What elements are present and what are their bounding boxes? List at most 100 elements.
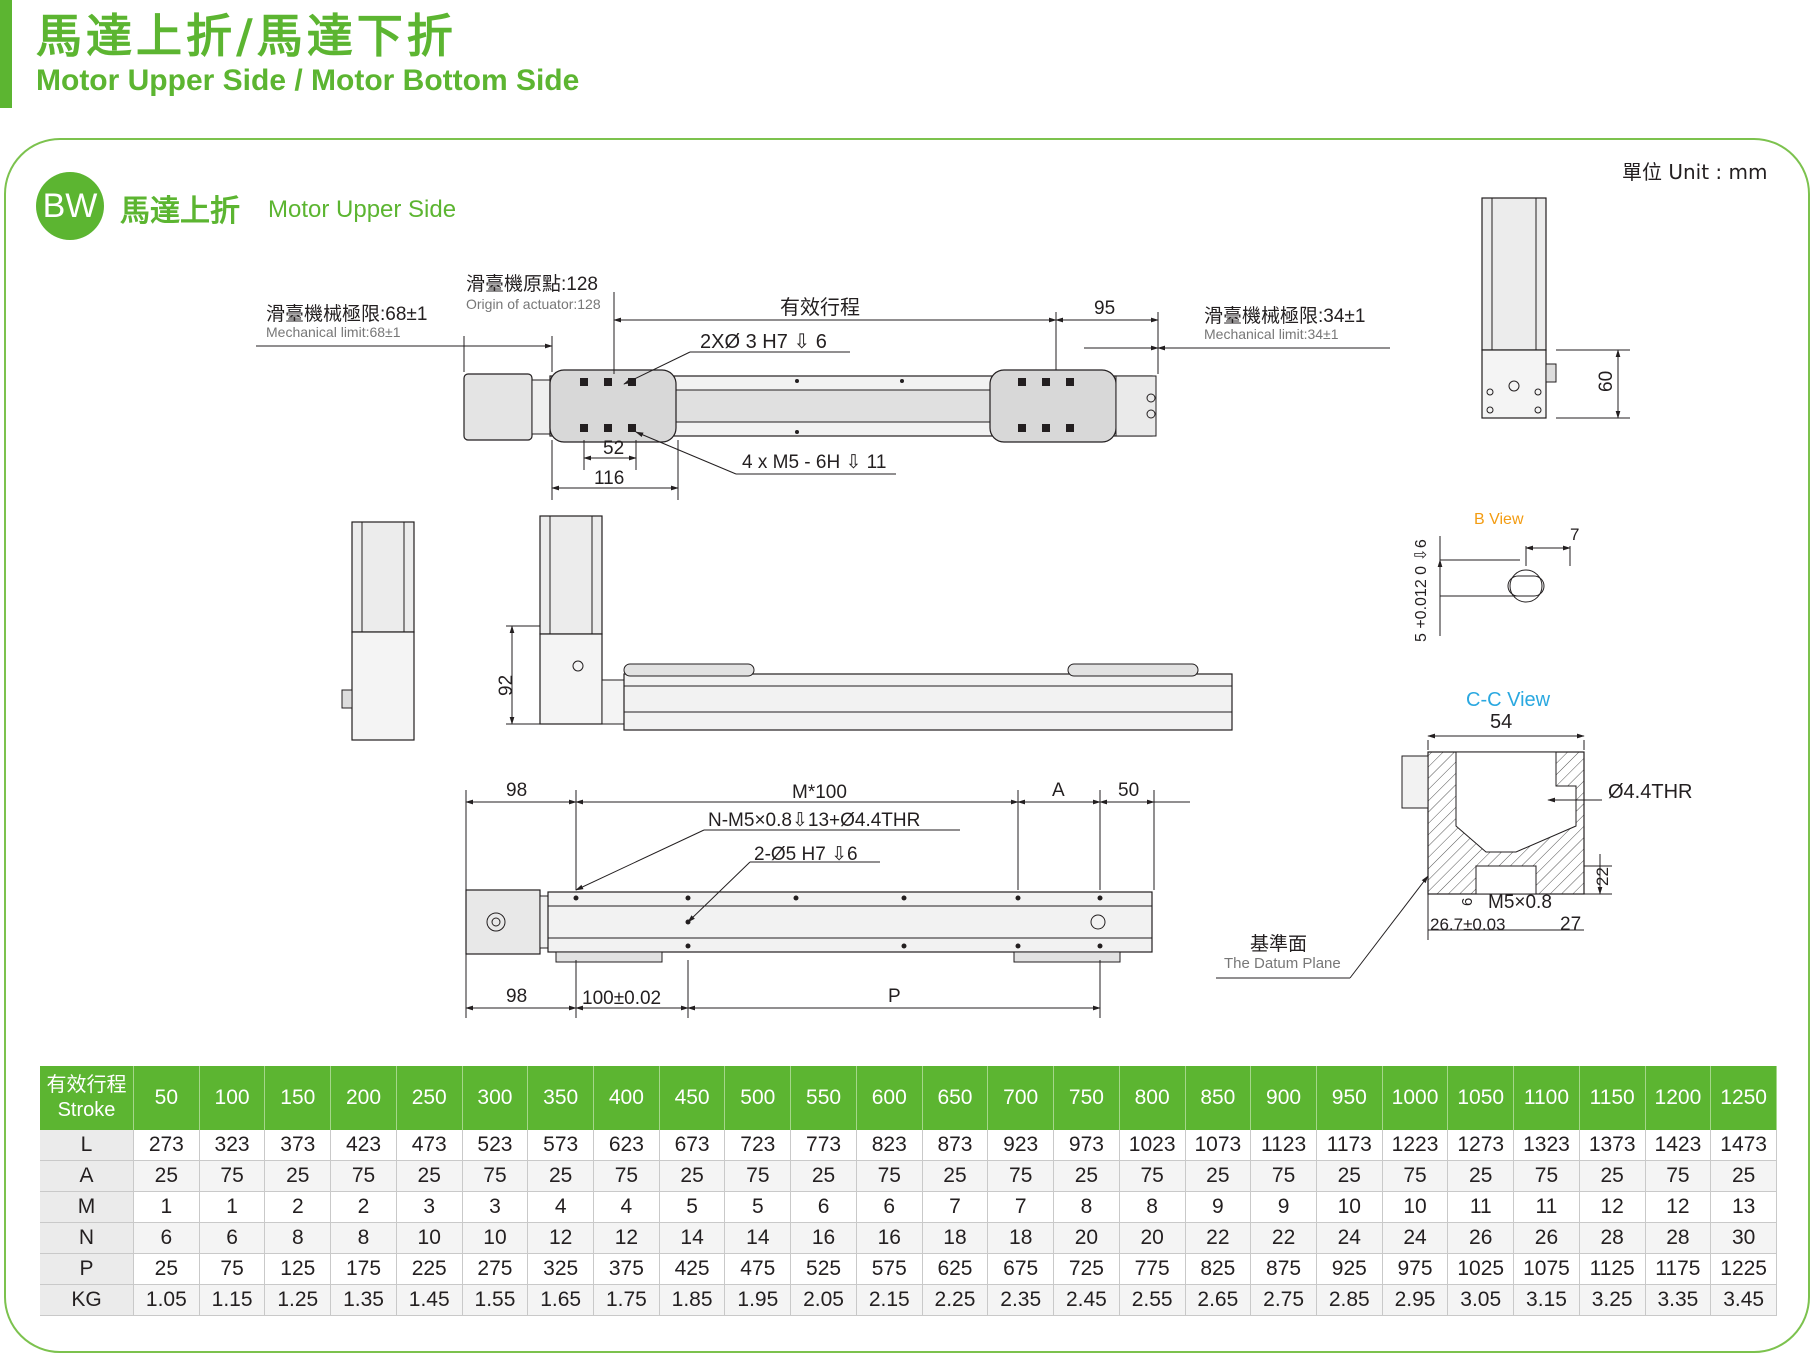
table-cell: 323 — [199, 1130, 266, 1161]
table-cell: 2 — [330, 1191, 397, 1223]
table-cell: 25 — [1579, 1160, 1646, 1192]
end-view — [1481, 197, 1630, 419]
shaft-tolerance: 5 +0.012 0 ⇩6 — [1413, 539, 1430, 642]
stroke-header-zh: 有效行程 — [46, 1074, 127, 1096]
content-panel — [4, 138, 1810, 1353]
table-cell: 1125 — [1579, 1253, 1646, 1285]
table-cell: 10 — [1382, 1191, 1449, 1223]
table-cell: 25 — [264, 1160, 332, 1192]
stroke-column-header: 700 — [987, 1066, 1055, 1130]
table-cell: 13 — [1710, 1191, 1777, 1223]
table-cell: 8 — [264, 1222, 332, 1254]
table-cell: 6 — [133, 1222, 200, 1254]
table-cell: 12 — [1645, 1191, 1712, 1223]
table-cell: 1.45 — [396, 1284, 463, 1316]
table-cell: 1.75 — [593, 1284, 660, 1316]
dim-27: 27 — [1560, 914, 1581, 935]
left-side-view — [341, 521, 415, 741]
table-cell: 25 — [1710, 1160, 1777, 1192]
table-cell: 25 — [133, 1253, 200, 1285]
mech-limit-right-zh: 滑臺機械極限:34±1 — [1204, 305, 1365, 327]
table-cell: 22 — [1250, 1222, 1317, 1254]
table-cell: 1323 — [1513, 1130, 1580, 1161]
n-holes-label: N-M5×0.8⇩13+Ø4.4THR — [708, 810, 920, 831]
table-cell: 725 — [1053, 1253, 1120, 1285]
dim-92: 92 — [496, 675, 517, 696]
table-cell: 25 — [1447, 1160, 1515, 1192]
stroke-column-header: 900 — [1250, 1066, 1317, 1130]
table-cell: 823 — [856, 1130, 923, 1161]
table-cell: 273 — [133, 1130, 200, 1161]
dim-52: 52 — [603, 438, 624, 459]
table-cell: 25 — [1053, 1160, 1120, 1192]
table-cell: 375 — [593, 1253, 660, 1285]
table-cell: 9 — [1185, 1191, 1252, 1223]
table-cell: 625 — [922, 1253, 989, 1285]
table-cell: 10 — [462, 1222, 529, 1254]
table-cell: 1.95 — [724, 1284, 792, 1316]
title-accent-bar — [0, 0, 12, 108]
row-label: P — [40, 1253, 134, 1285]
table-cell: 723 — [724, 1130, 792, 1161]
table-cell: 275 — [462, 1253, 529, 1285]
table-cell: 475 — [724, 1253, 792, 1285]
stroke-column-header: 250 — [396, 1066, 463, 1130]
stroke-column-header: 550 — [790, 1066, 857, 1130]
origin-label-zh: 滑臺機原點:128 — [466, 273, 598, 295]
table-cell: 2.55 — [1119, 1284, 1186, 1316]
mech-limit-left-en: Mechanical limit:68±1 — [266, 324, 401, 340]
table-cell: 24 — [1382, 1222, 1449, 1254]
dim-26-7: 26.7±0.03 — [1430, 915, 1506, 934]
table-cell: 25 — [790, 1160, 857, 1192]
table-cell: 1473 — [1710, 1130, 1777, 1161]
table-cell: 923 — [987, 1130, 1055, 1161]
row-label: KG — [40, 1284, 134, 1316]
mech-limit-right-en: Mechanical limit:34±1 — [1204, 326, 1339, 342]
technical-drawing: 滑臺機原點:128 Origin of actuator:128 有效行程 95… — [256, 197, 1692, 1018]
table-cell: 1123 — [1250, 1130, 1317, 1161]
table-cell: 25 — [659, 1160, 726, 1192]
row-label: M — [40, 1191, 134, 1223]
table-cell: 11 — [1447, 1191, 1515, 1223]
table-cell: 75 — [199, 1160, 266, 1192]
table-cell: 1223 — [1382, 1130, 1449, 1161]
table-cell: 75 — [593, 1160, 660, 1192]
table-cell: 75 — [1513, 1160, 1580, 1192]
stroke-column-header: 200 — [330, 1066, 397, 1130]
table-cell: 975 — [1382, 1253, 1449, 1285]
dim-a: A — [1052, 780, 1065, 801]
table-cell: 6 — [790, 1191, 857, 1223]
table-cell: 1023 — [1119, 1130, 1186, 1161]
stroke-column-header: 150 — [264, 1066, 332, 1130]
tap-holes-label: 4 x M5 - 6H ⇩ 11 — [742, 452, 886, 473]
table-cell: 523 — [462, 1130, 529, 1161]
table-cell: 1173 — [1316, 1130, 1383, 1161]
stroke-column-header: 600 — [856, 1066, 923, 1130]
stroke-column-header: 800 — [1119, 1066, 1186, 1130]
table-cell: 3.05 — [1447, 1284, 1515, 1316]
stroke-header: 有效行程 Stroke — [40, 1066, 134, 1130]
table-cell: 8 — [1119, 1191, 1186, 1223]
stroke-column-header: 100 — [199, 1066, 266, 1130]
table-cell: 825 — [1185, 1253, 1252, 1285]
table-cell: 20 — [1119, 1222, 1186, 1254]
table-cell: 675 — [987, 1253, 1055, 1285]
m100-label: M*100 — [792, 782, 847, 803]
stroke-header-en: Stroke — [57, 1099, 116, 1121]
stroke-column-header: 1100 — [1513, 1066, 1580, 1130]
table-cell: 373 — [264, 1130, 332, 1161]
table-cell: 573 — [527, 1130, 595, 1161]
table-cell: 2.25 — [922, 1284, 989, 1316]
stroke-column-header: 500 — [724, 1066, 792, 1130]
dim-7: 7 — [1570, 525, 1579, 544]
dim-54: 54 — [1490, 711, 1512, 733]
stroke-column-header: 1000 — [1382, 1066, 1449, 1130]
stroke-column-header: 350 — [527, 1066, 595, 1130]
table-cell: 525 — [790, 1253, 857, 1285]
table-cell: 26 — [1447, 1222, 1515, 1254]
